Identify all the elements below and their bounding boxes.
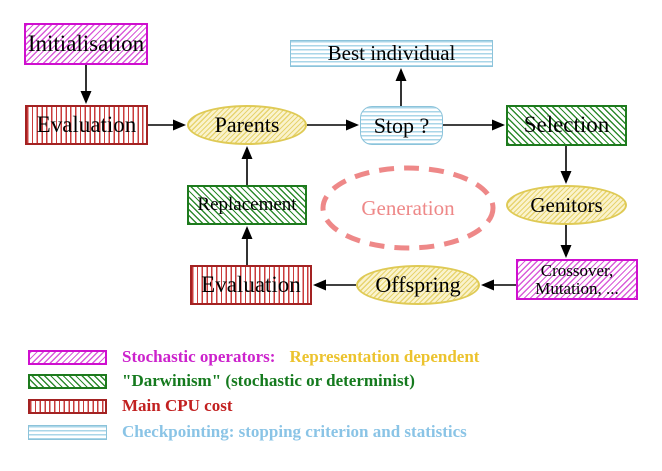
legend-swatch-red-stripes — [28, 398, 107, 414]
legend-swatch-magenta-hatch — [28, 349, 107, 365]
legend-label-darwinism: "Darwinism" (stochastic or determinist) — [122, 371, 415, 390]
node-selection: Selection — [506, 105, 627, 146]
node-stop: Stop ? — [360, 106, 443, 145]
legend-label-representation: Representation dependent — [289, 347, 480, 366]
generation-label: Generation — [361, 195, 455, 220]
legend-row-stochastic: Stochastic operators: Representation dep… — [28, 347, 479, 367]
legend-label-cpu-cost: Main CPU cost — [122, 396, 233, 415]
node-replacement: Replacement — [187, 185, 307, 225]
node-best-individual: Best individual — [290, 40, 493, 67]
node-offspring: Offspring — [356, 265, 480, 305]
crossover-line2: Mutation, ... — [535, 278, 619, 298]
crossover-line1: Crossover, — [540, 260, 614, 280]
node-genitors: Genitors — [506, 185, 627, 225]
node-initialisation: Initialisation — [24, 23, 148, 65]
legend-label-stochastic: Stochastic operators: — [122, 347, 276, 366]
node-evaluation-bottom: Evaluation — [190, 265, 312, 305]
legend-row-cpu-cost: Main CPU cost — [28, 396, 232, 416]
legend-row-checkpointing: Checkpointing: stopping criterion and st… — [28, 422, 467, 442]
legend-label-checkpointing: Checkpointing: stopping criterion and st… — [122, 422, 467, 441]
legend-row-darwinism: "Darwinism" (stochastic or determinist) — [28, 371, 415, 391]
node-parents: Parents — [187, 105, 307, 145]
node-evaluation-top: Evaluation — [25, 105, 148, 145]
legend-swatch-cyan-lines — [28, 424, 107, 440]
node-crossover-mutation: Crossover, Mutation, ... — [516, 259, 638, 300]
legend-swatch-green-hatch — [28, 373, 107, 389]
